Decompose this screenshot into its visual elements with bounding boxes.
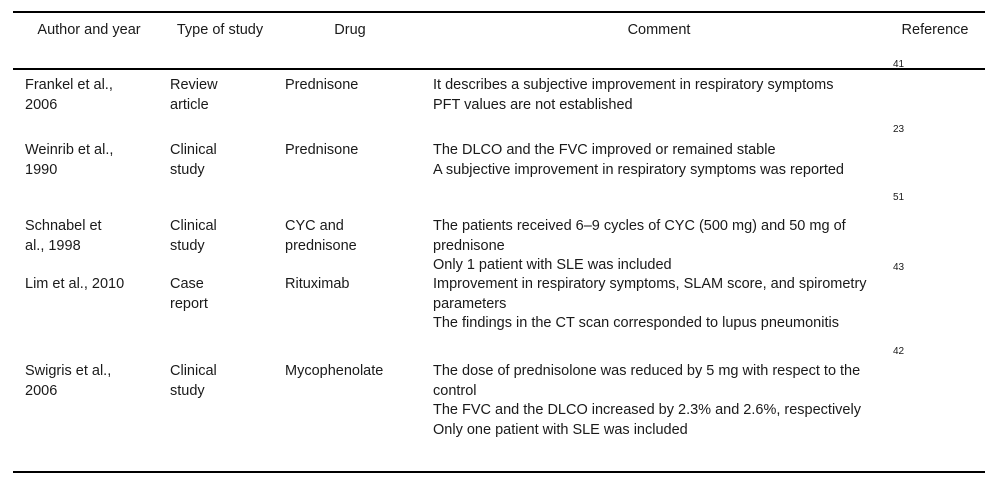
- cell-drug: Rituximab: [285, 276, 350, 292]
- table-header-rule: [13, 68, 985, 70]
- column-header-drug: Drug: [334, 22, 366, 38]
- table-top-rule: [13, 11, 985, 13]
- cell-reference: 41: [893, 59, 905, 70]
- cell-comment: The dose of prednisolone was reduced by …: [433, 363, 861, 399]
- cell-comment: It describes a subjective improvement in…: [433, 77, 834, 93]
- cell-comment: The DLCO and the FVC improved or remaine…: [433, 142, 776, 158]
- cell-comment: PFT values are not established: [433, 97, 633, 113]
- cell-reference: 42: [893, 346, 905, 357]
- cell-author-and-year: Lim et al., 2010: [25, 276, 125, 292]
- cell-drug: Prednisone: [285, 142, 359, 158]
- cell-comment: Improvement in respiratory symptoms, SLA…: [433, 276, 867, 312]
- column-header-comment: Comment: [627, 22, 691, 38]
- cell-comment: The patients received 6–9 cycles of CYC …: [433, 218, 846, 254]
- cell-drug: CYC and prednisone: [285, 218, 357, 254]
- cell-type-of-study: Case report: [170, 276, 208, 312]
- cell-reference: 43: [893, 262, 905, 273]
- cell-reference: 23: [893, 124, 905, 135]
- cell-drug: Mycophenolate: [285, 363, 384, 379]
- column-header-author-and-year: Author and year: [37, 22, 141, 38]
- cell-drug: Prednisone: [285, 77, 359, 93]
- cell-comment: The findings in the CT scan corresponded…: [433, 315, 839, 331]
- column-header-reference: Reference: [901, 22, 969, 38]
- cell-author-and-year: Schnabel et al., 1998: [25, 218, 102, 254]
- column-header-type-of-study: Type of study: [176, 22, 264, 38]
- cell-author-and-year: Weinrib et al., 1990: [25, 142, 114, 178]
- cell-type-of-study: Clinical study: [170, 218, 217, 254]
- cell-comment: The FVC and the DLCO increased by 2.3% a…: [433, 402, 861, 418]
- cell-author-and-year: Swigris et al., 2006: [25, 363, 112, 399]
- cell-type-of-study: Clinical study: [170, 363, 217, 399]
- cell-comment: Only one patient with SLE was included: [433, 422, 688, 438]
- cell-comment: Only 1 patient with SLE was included: [433, 257, 672, 273]
- table-bottom-rule: [13, 471, 985, 473]
- cell-author-and-year: Frankel et al., 2006: [25, 77, 113, 113]
- cell-reference: 51: [893, 192, 905, 203]
- cell-comment: A subjective improvement in respiratory …: [433, 162, 844, 178]
- cell-type-of-study: Review article: [170, 77, 218, 113]
- cell-type-of-study: Clinical study: [170, 142, 217, 178]
